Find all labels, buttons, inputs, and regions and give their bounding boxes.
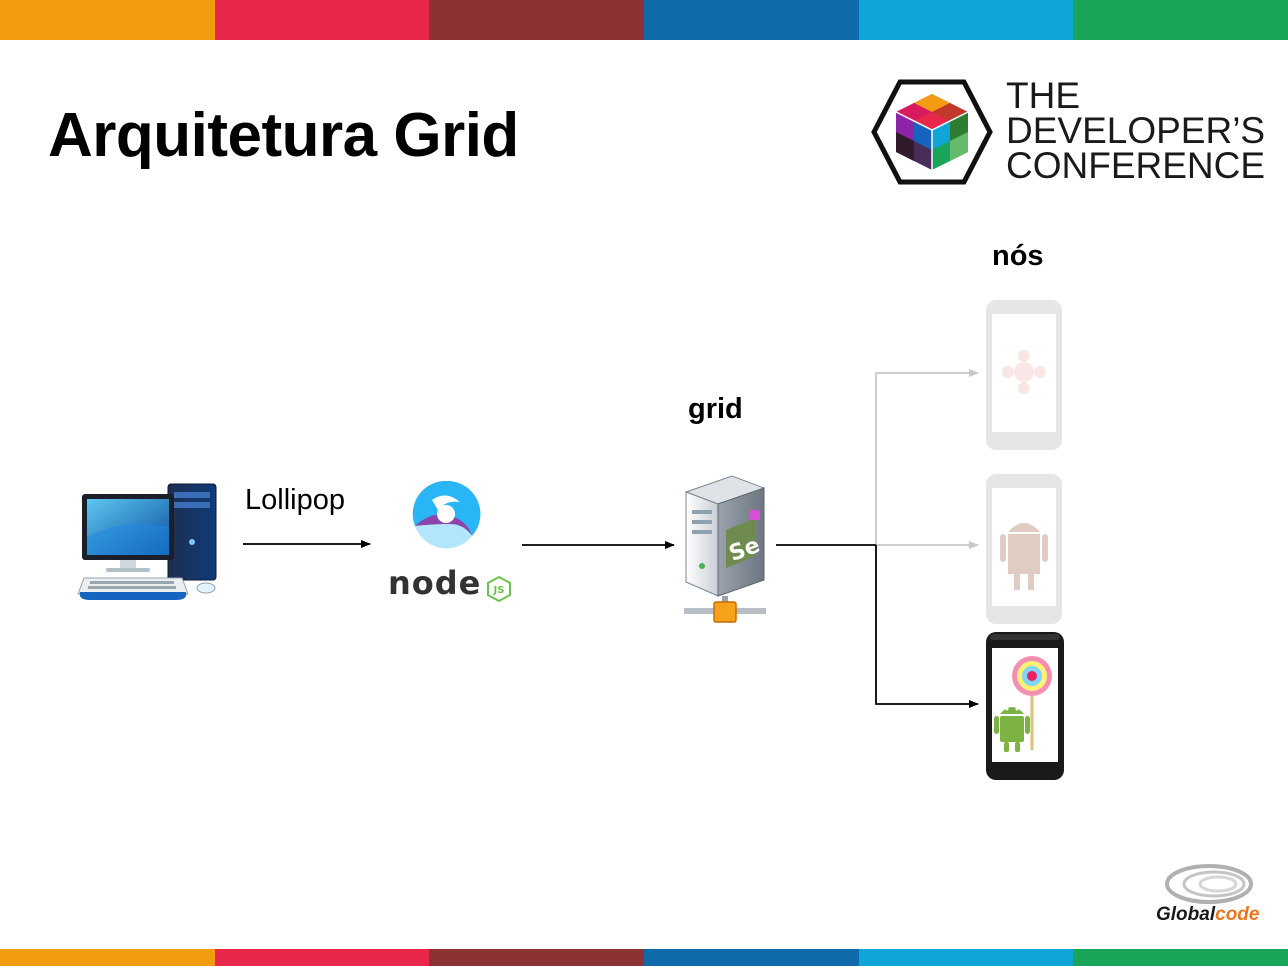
stripe-red-bottom [214, 949, 430, 966]
stripe-blue [644, 0, 859, 40]
stripe-maroon [429, 0, 645, 40]
stripe-blue-bottom [644, 949, 859, 966]
nodejs-swirl-icon [412, 480, 481, 549]
grid-label: grid [688, 393, 743, 425]
android-phone-icon [986, 474, 1062, 624]
nodejs-logo-text: node [388, 564, 482, 602]
conference-cube-icon [871, 79, 993, 185]
globalcode-logo-text: Globalcode [1156, 904, 1259, 926]
desktop-computer-icon [77, 483, 217, 600]
stripe-maroon-bottom [429, 949, 645, 966]
bottom-color-stripe [0, 949, 1288, 966]
stripe-green [1073, 0, 1288, 40]
arrow-grid-to-node1 [875, 369, 979, 545]
nodejs-badge-label: JS [493, 585, 505, 596]
stripe-cyan [858, 0, 1074, 40]
globalcode-brand-part1: Global [1156, 904, 1216, 925]
stripe-orange-bottom [0, 949, 215, 966]
stripe-red [214, 0, 430, 40]
nodes-label: nós [992, 240, 1044, 272]
slide-title: Arquitetura Grid [48, 101, 519, 170]
globalcode-brand-part2: code [1215, 904, 1260, 925]
conference-logo-line3: CONFERENCE [1006, 145, 1266, 186]
conference-logo-text: THE DEVELOPER’S CONFERENCE [1006, 75, 1266, 186]
lollipop-edge-label: Lollipop [245, 484, 345, 516]
stripe-cyan-bottom [858, 949, 1074, 966]
globalcode-swirl-icon [1165, 864, 1253, 904]
arrow-grid-to-node3 [875, 545, 979, 708]
stripe-orange [0, 0, 215, 40]
conference-logo-line1: THE [1006, 75, 1080, 116]
top-color-stripe [0, 0, 1288, 40]
kitkat-phone-icon [986, 300, 1062, 450]
stripe-green-bottom [1073, 949, 1288, 966]
nodejs-badge-icon: JS [487, 575, 511, 603]
conference-logo-line2: DEVELOPER’S [1006, 110, 1266, 151]
selenium-grid-server-icon: Se [684, 475, 766, 623]
lollipop-phone-icon [986, 632, 1064, 780]
